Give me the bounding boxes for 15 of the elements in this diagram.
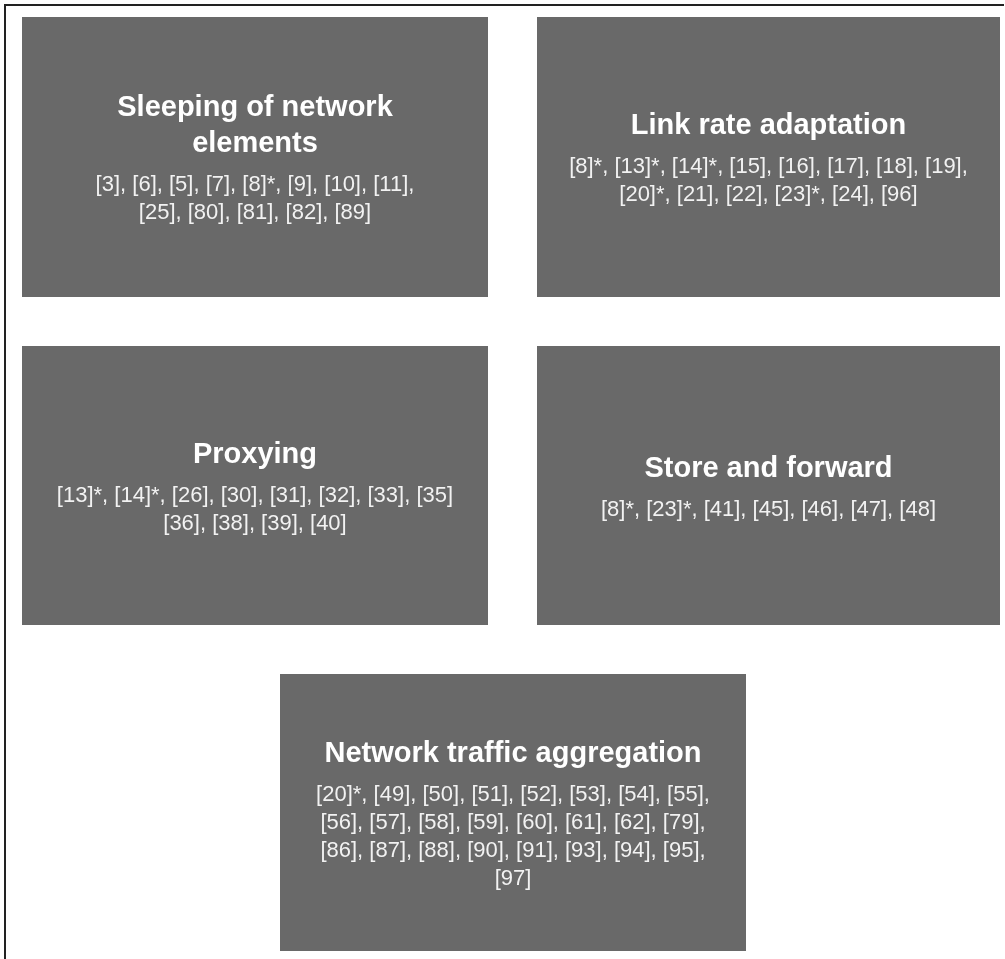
reference-list: [13]*, [14]*, [26], [30], [31], [32], [33], [35] [36], [38], [39], [40] xyxy=(46,480,464,537)
category-box xyxy=(537,17,1000,297)
box-heading: Network traffic aggregation xyxy=(324,734,702,770)
box-heading: Proxying xyxy=(192,435,318,471)
category-box xyxy=(22,17,488,297)
category-box xyxy=(280,674,746,951)
category-box xyxy=(537,346,1000,625)
reference-list: [3], [6], [5], [7], [8]*, [9], [10], [11], [25], [80], [81], [82], [89] xyxy=(82,170,428,226)
reference-list: [8]*, [13]*, [14]*, [15], [16], [17], [18], [19], [20]*, [21], [22], [23]*, [24], [96] xyxy=(555,152,982,208)
box-heading: Link rate adaptation xyxy=(630,107,907,142)
category-box xyxy=(22,346,488,625)
box-heading: Sleeping of network elements xyxy=(116,89,394,160)
reference-list: [20]*, [49], [50], [51], [52], [53], [54], [55], [56], [57], [58], [59], [60], [61], [62], [79], [86], [87], [88], [90], [91], [93], [94], [95], [97] xyxy=(308,779,718,892)
reference-list: [8]*, [23]*, [41], [45], [46], [47], [48] xyxy=(600,494,937,523)
box-heading: Store and forward xyxy=(644,449,893,485)
